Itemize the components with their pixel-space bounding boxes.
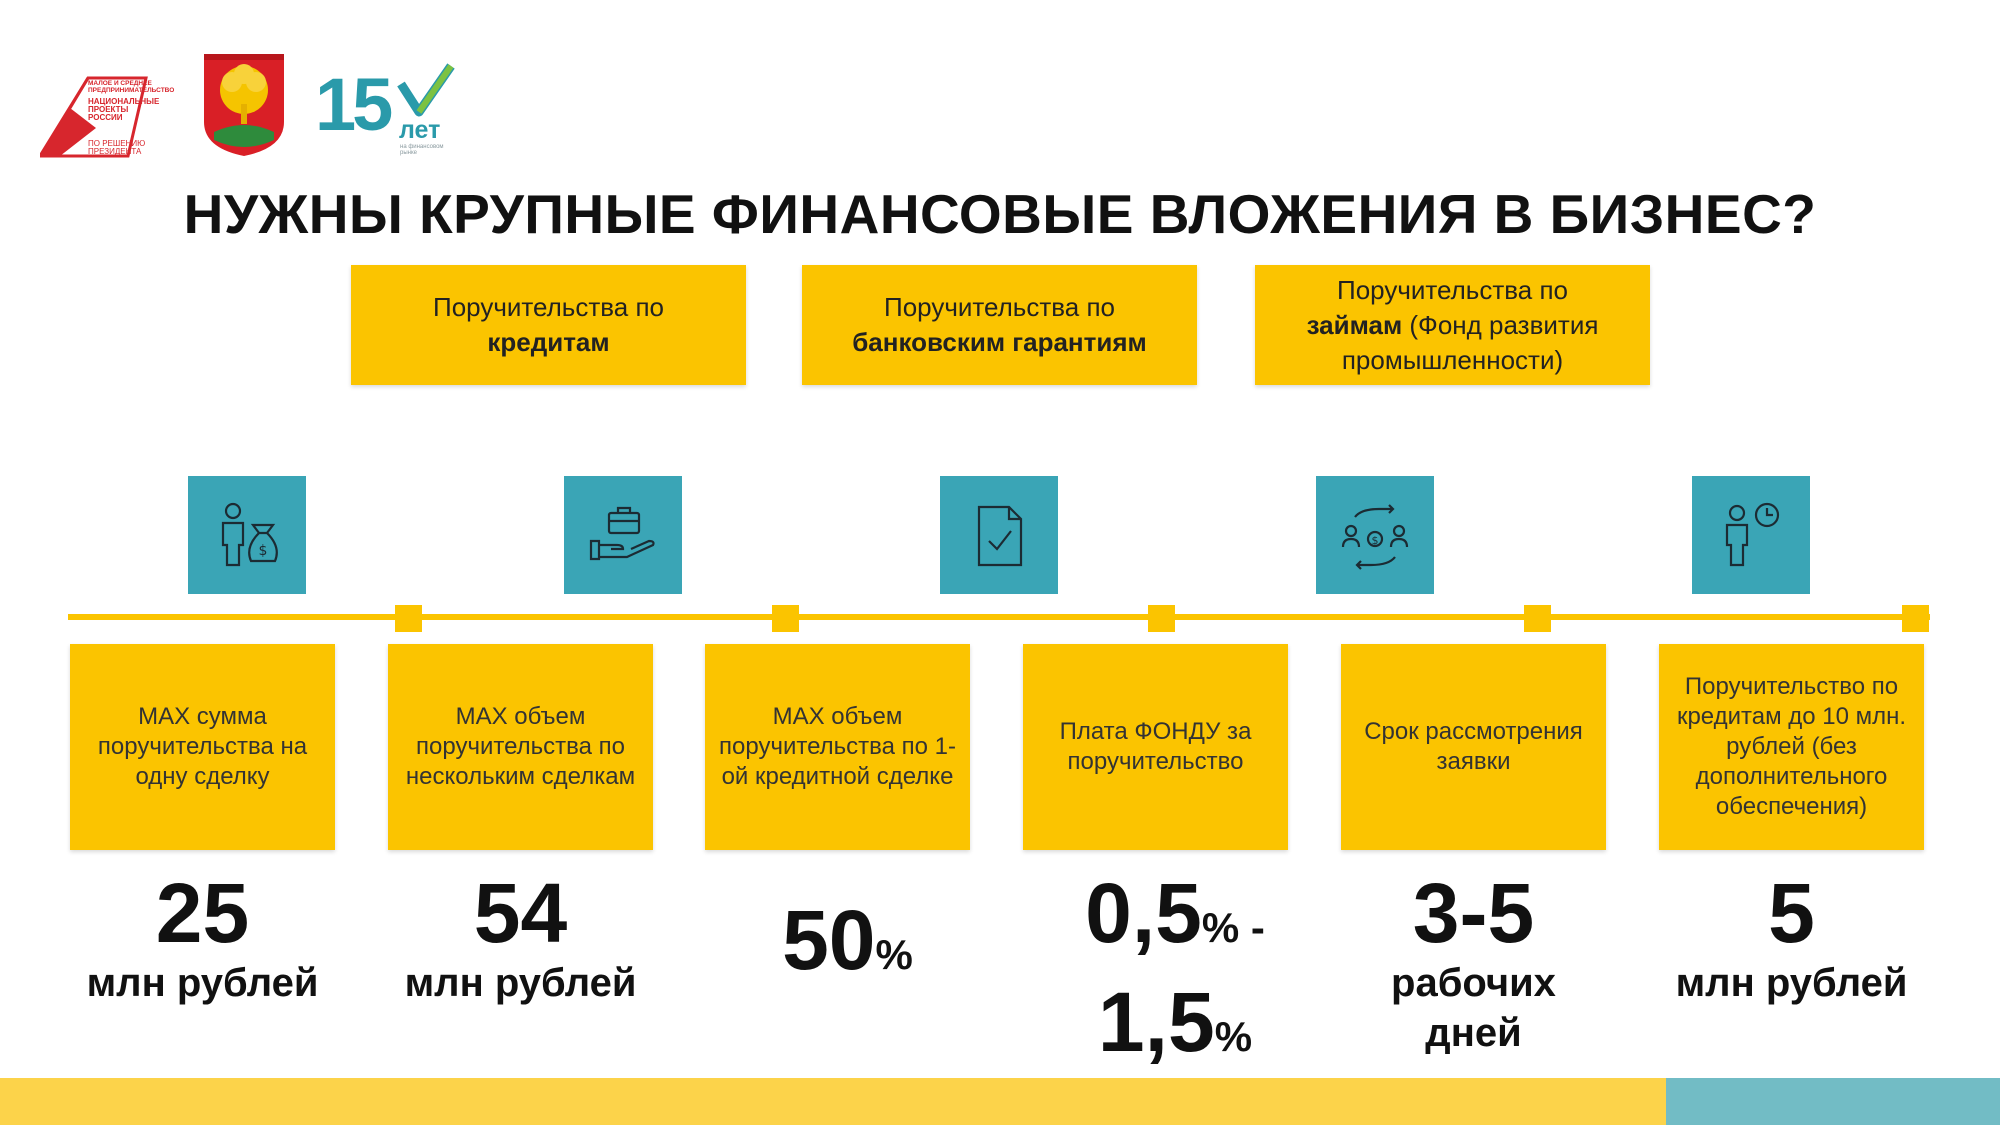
value-number: 3-5 — [1412, 866, 1535, 960]
value-block-4: 0,5% - 1,5% — [1030, 868, 1320, 1082]
national-projects-caption: МАЛОЕ И СРЕДНЕЕ ПРЕДПРИНИМАТЕЛЬСТВО — [88, 80, 175, 94]
value-percent: % — [875, 931, 913, 978]
national-projects-logo: МАЛОЕ И СРЕДНЕЕ ПРЕДПРИНИМАТЕЛЬСТВО НАЦИ… — [37, 72, 174, 158]
value-percent-max: % — [1214, 1013, 1253, 1060]
document-check-icon — [940, 476, 1058, 594]
timeline-marker — [772, 605, 799, 632]
svg-text:$: $ — [1372, 534, 1379, 547]
value-number-min: 0,5 — [1085, 866, 1202, 960]
timeline-marker — [395, 605, 422, 632]
footer-bar-teal — [1666, 1078, 2000, 1125]
category-credits: Поручительства по кредитам — [351, 265, 746, 385]
value-unit: млн рублей — [404, 961, 637, 1005]
category-text: Поручительства по — [1337, 274, 1568, 305]
value-block-5: 3-5 рабочих дней — [1331, 868, 1616, 1058]
category-loans: Поручительства по займам (Фонд развития … — [1255, 265, 1650, 385]
value-percent-min: % - — [1201, 904, 1265, 951]
value-block-1: 25 млн рублей — [60, 868, 345, 1008]
card-max-one-credit: MAX объем поручительства по 1-ой кредитн… — [705, 644, 970, 850]
timeline-marker — [1148, 605, 1175, 632]
footer-bar-yellow — [0, 1078, 1666, 1125]
card-max-multiple-deals: MAX объем поручительства по нескольким с… — [388, 644, 653, 850]
value-number-max: 1,5 — [1097, 975, 1215, 1069]
value-block-3: 50% — [705, 895, 990, 1000]
page-title: НУЖНЫ КРУПНЫЕ ФИНАНСОВЫЕ ВЛОЖЕНИЯ В БИЗН… — [183, 183, 1817, 245]
card-label: Срок рассмотрения заявки — [1364, 718, 1583, 775]
value-number: 25 — [155, 866, 250, 960]
card-no-collateral: Поручительство по кредитам до 10 млн. ру… — [1659, 644, 1924, 850]
category-bold: банковским гарантиям — [852, 327, 1147, 357]
card-review-period: Срок рассмотрения заявки — [1341, 644, 1606, 850]
card-max-single-deal: MAX сумма поручительства на одну сделку — [70, 644, 335, 850]
value-unit: млн рублей — [1675, 961, 1908, 1005]
card-label: MAX объем поручительства по 1-ой кредитн… — [719, 703, 956, 790]
anniversary-word: лет — [399, 116, 441, 144]
value-unit: рабочих дней — [1391, 961, 1556, 1055]
card-label: Плата ФОНДУ за поручительство — [1059, 718, 1252, 775]
timeline-line — [68, 614, 1930, 620]
value-number: 5 — [1768, 866, 1815, 960]
timeline-marker — [1902, 605, 1929, 632]
value-number: 50 — [782, 893, 876, 987]
category-bold: кредитам — [487, 327, 610, 357]
people-exchange-icon: $ — [1316, 476, 1434, 594]
category-text: Поручительства по — [433, 292, 664, 322]
value-block-6: 5 млн рублей — [1649, 868, 1934, 1008]
person-money-bag-icon: $ — [188, 476, 306, 594]
card-fund-fee: Плата ФОНДУ за поручительство — [1023, 644, 1288, 850]
category-text: Поручительства по — [884, 292, 1115, 322]
national-projects-tagline: ПО РЕШЕНИЮ ПРЕЗИДЕНТА — [88, 139, 146, 156]
svg-text:$: $ — [259, 543, 268, 559]
hand-briefcase-icon — [564, 476, 682, 594]
value-unit: млн рублей — [86, 961, 319, 1005]
card-label: MAX объем поручительства по нескольким с… — [405, 703, 636, 790]
timeline-marker — [1524, 605, 1551, 632]
category-after: (Фонд развития промышленности) — [1341, 309, 1599, 375]
anniversary-number: 15 — [315, 63, 393, 146]
value-block-2: 54 млн рублей — [378, 868, 663, 1008]
category-bold: займам — [1306, 309, 1403, 340]
anniversary-logo: 15 лет на финансовом рынке — [315, 62, 455, 156]
card-label: MAX сумма поручительства на одну сделку — [97, 703, 308, 790]
check-mark-icon — [397, 63, 455, 117]
card-label: Поручительство по кредитам до 10 млн. ру… — [1676, 673, 1907, 820]
coat-of-arms-logo — [202, 52, 286, 158]
national-projects-name: НАЦИОНАЛЬНЫЕ ПРОЕКТЫ РОССИИ — [88, 97, 160, 122]
value-number: 54 — [473, 866, 568, 960]
category-bank-guarantees: Поручительства по банковским гарантиям — [802, 265, 1197, 385]
anniversary-caption: на финансовом рынке — [400, 144, 444, 156]
person-clock-icon — [1692, 476, 1810, 594]
